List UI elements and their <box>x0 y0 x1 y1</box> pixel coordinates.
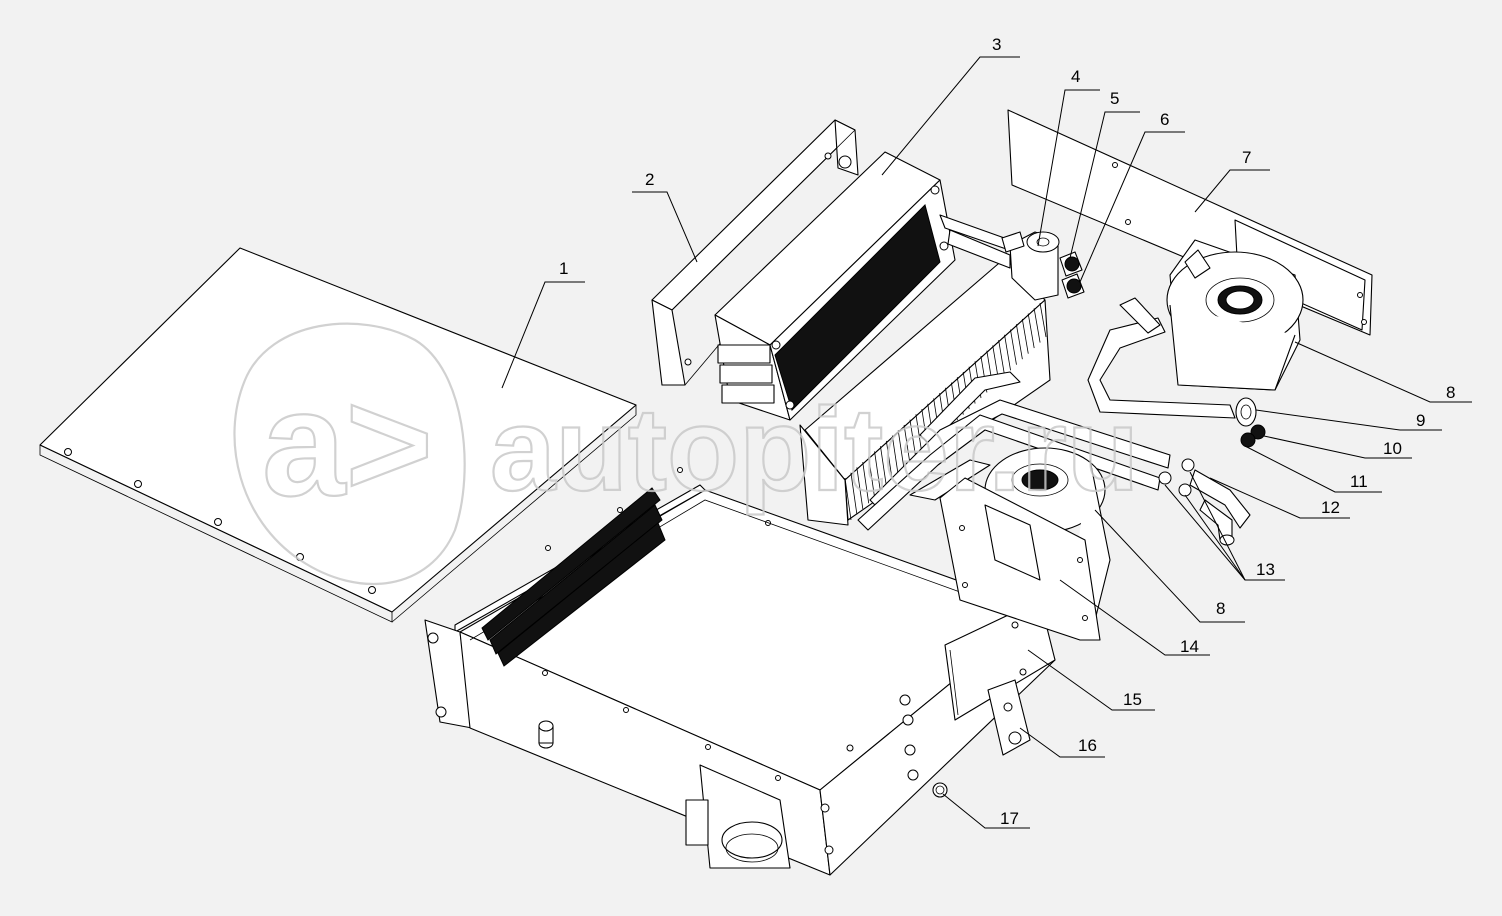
evaporator-fin <box>1033 308 1041 343</box>
callout-6: 6 <box>1160 110 1169 129</box>
part-12-elbow-tube <box>1189 469 1251 546</box>
watermark: a> autopiter.ru <box>233 322 1140 586</box>
evaporator-fin <box>880 446 887 487</box>
callout-14: 14 <box>1180 637 1199 656</box>
evaporator-fin <box>868 456 876 498</box>
air-outlet-duct <box>685 764 791 869</box>
evaporator-fin <box>862 462 870 504</box>
callout-layer: 1 2 3 4 5 6 7 8 9 10 11 12 <box>501 35 1472 829</box>
part-6-fitting <box>1061 273 1085 299</box>
evaporator-fin <box>903 424 911 465</box>
callout-12: 12 <box>1321 498 1340 517</box>
evaporator-fin <box>850 472 858 515</box>
callout-5: 5 <box>1110 89 1119 108</box>
watermark-logo-text: a> <box>262 359 433 527</box>
evaporator-fin <box>909 419 917 460</box>
evaporator-fin <box>1039 302 1047 338</box>
watermark-site-text: autopiter.ru <box>490 384 1139 516</box>
part-10-nut <box>1250 424 1266 440</box>
part-14-mounting-plate <box>939 477 1101 641</box>
evaporator-fin <box>897 430 905 471</box>
callout-16: 16 <box>1078 736 1097 755</box>
callout-11: 11 <box>1350 472 1368 491</box>
callout-13: 13 <box>1256 560 1275 579</box>
part-13-o-rings <box>1158 458 1195 497</box>
part-4-expansion-valve <box>1001 231 1060 301</box>
part-5-fitting <box>1059 251 1083 277</box>
callout-8-upper: 8 <box>1446 383 1455 402</box>
evaporator-fin <box>998 340 1006 376</box>
callout-15: 15 <box>1123 690 1142 709</box>
evaporator-fin <box>1004 334 1011 371</box>
callout-9: 9 <box>1416 411 1425 430</box>
evaporator-fin <box>1027 313 1035 349</box>
part-9-flange <box>1235 397 1257 427</box>
callout-1: 1 <box>559 259 568 278</box>
part-16-bracket <box>987 679 1031 756</box>
callout-10: 10 <box>1383 439 1402 458</box>
evaporator-fin <box>891 435 899 476</box>
evaporator-fin <box>856 467 864 509</box>
callout-3: 3 <box>992 35 1001 54</box>
callout-4: 4 <box>1071 67 1080 86</box>
part-1-cover-lid <box>39 247 637 623</box>
evaporator-fin <box>1021 318 1029 354</box>
watermark-logo-outline <box>233 322 466 586</box>
part-3-heater-core <box>714 151 956 421</box>
part-11-nut <box>1240 432 1256 448</box>
evaporator-fin <box>1015 324 1023 360</box>
evaporator-fin <box>915 414 923 454</box>
callout-17: 17 <box>1000 809 1019 828</box>
housing-body <box>424 467 1056 876</box>
part-15-side-panel <box>846 599 1056 781</box>
part-17-grommet <box>932 782 948 798</box>
callout-7: 7 <box>1242 148 1251 167</box>
evaporator-fin <box>1010 329 1017 365</box>
callout-2: 2 <box>645 170 654 189</box>
callout-8-lower: 8 <box>1216 599 1225 618</box>
refrigerant-pipes <box>857 214 1236 531</box>
evaporator-fin <box>874 451 881 493</box>
part-8-blower-upper <box>1166 239 1304 391</box>
evaporator-fin <box>844 477 852 521</box>
evaporator-fin <box>885 440 893 482</box>
